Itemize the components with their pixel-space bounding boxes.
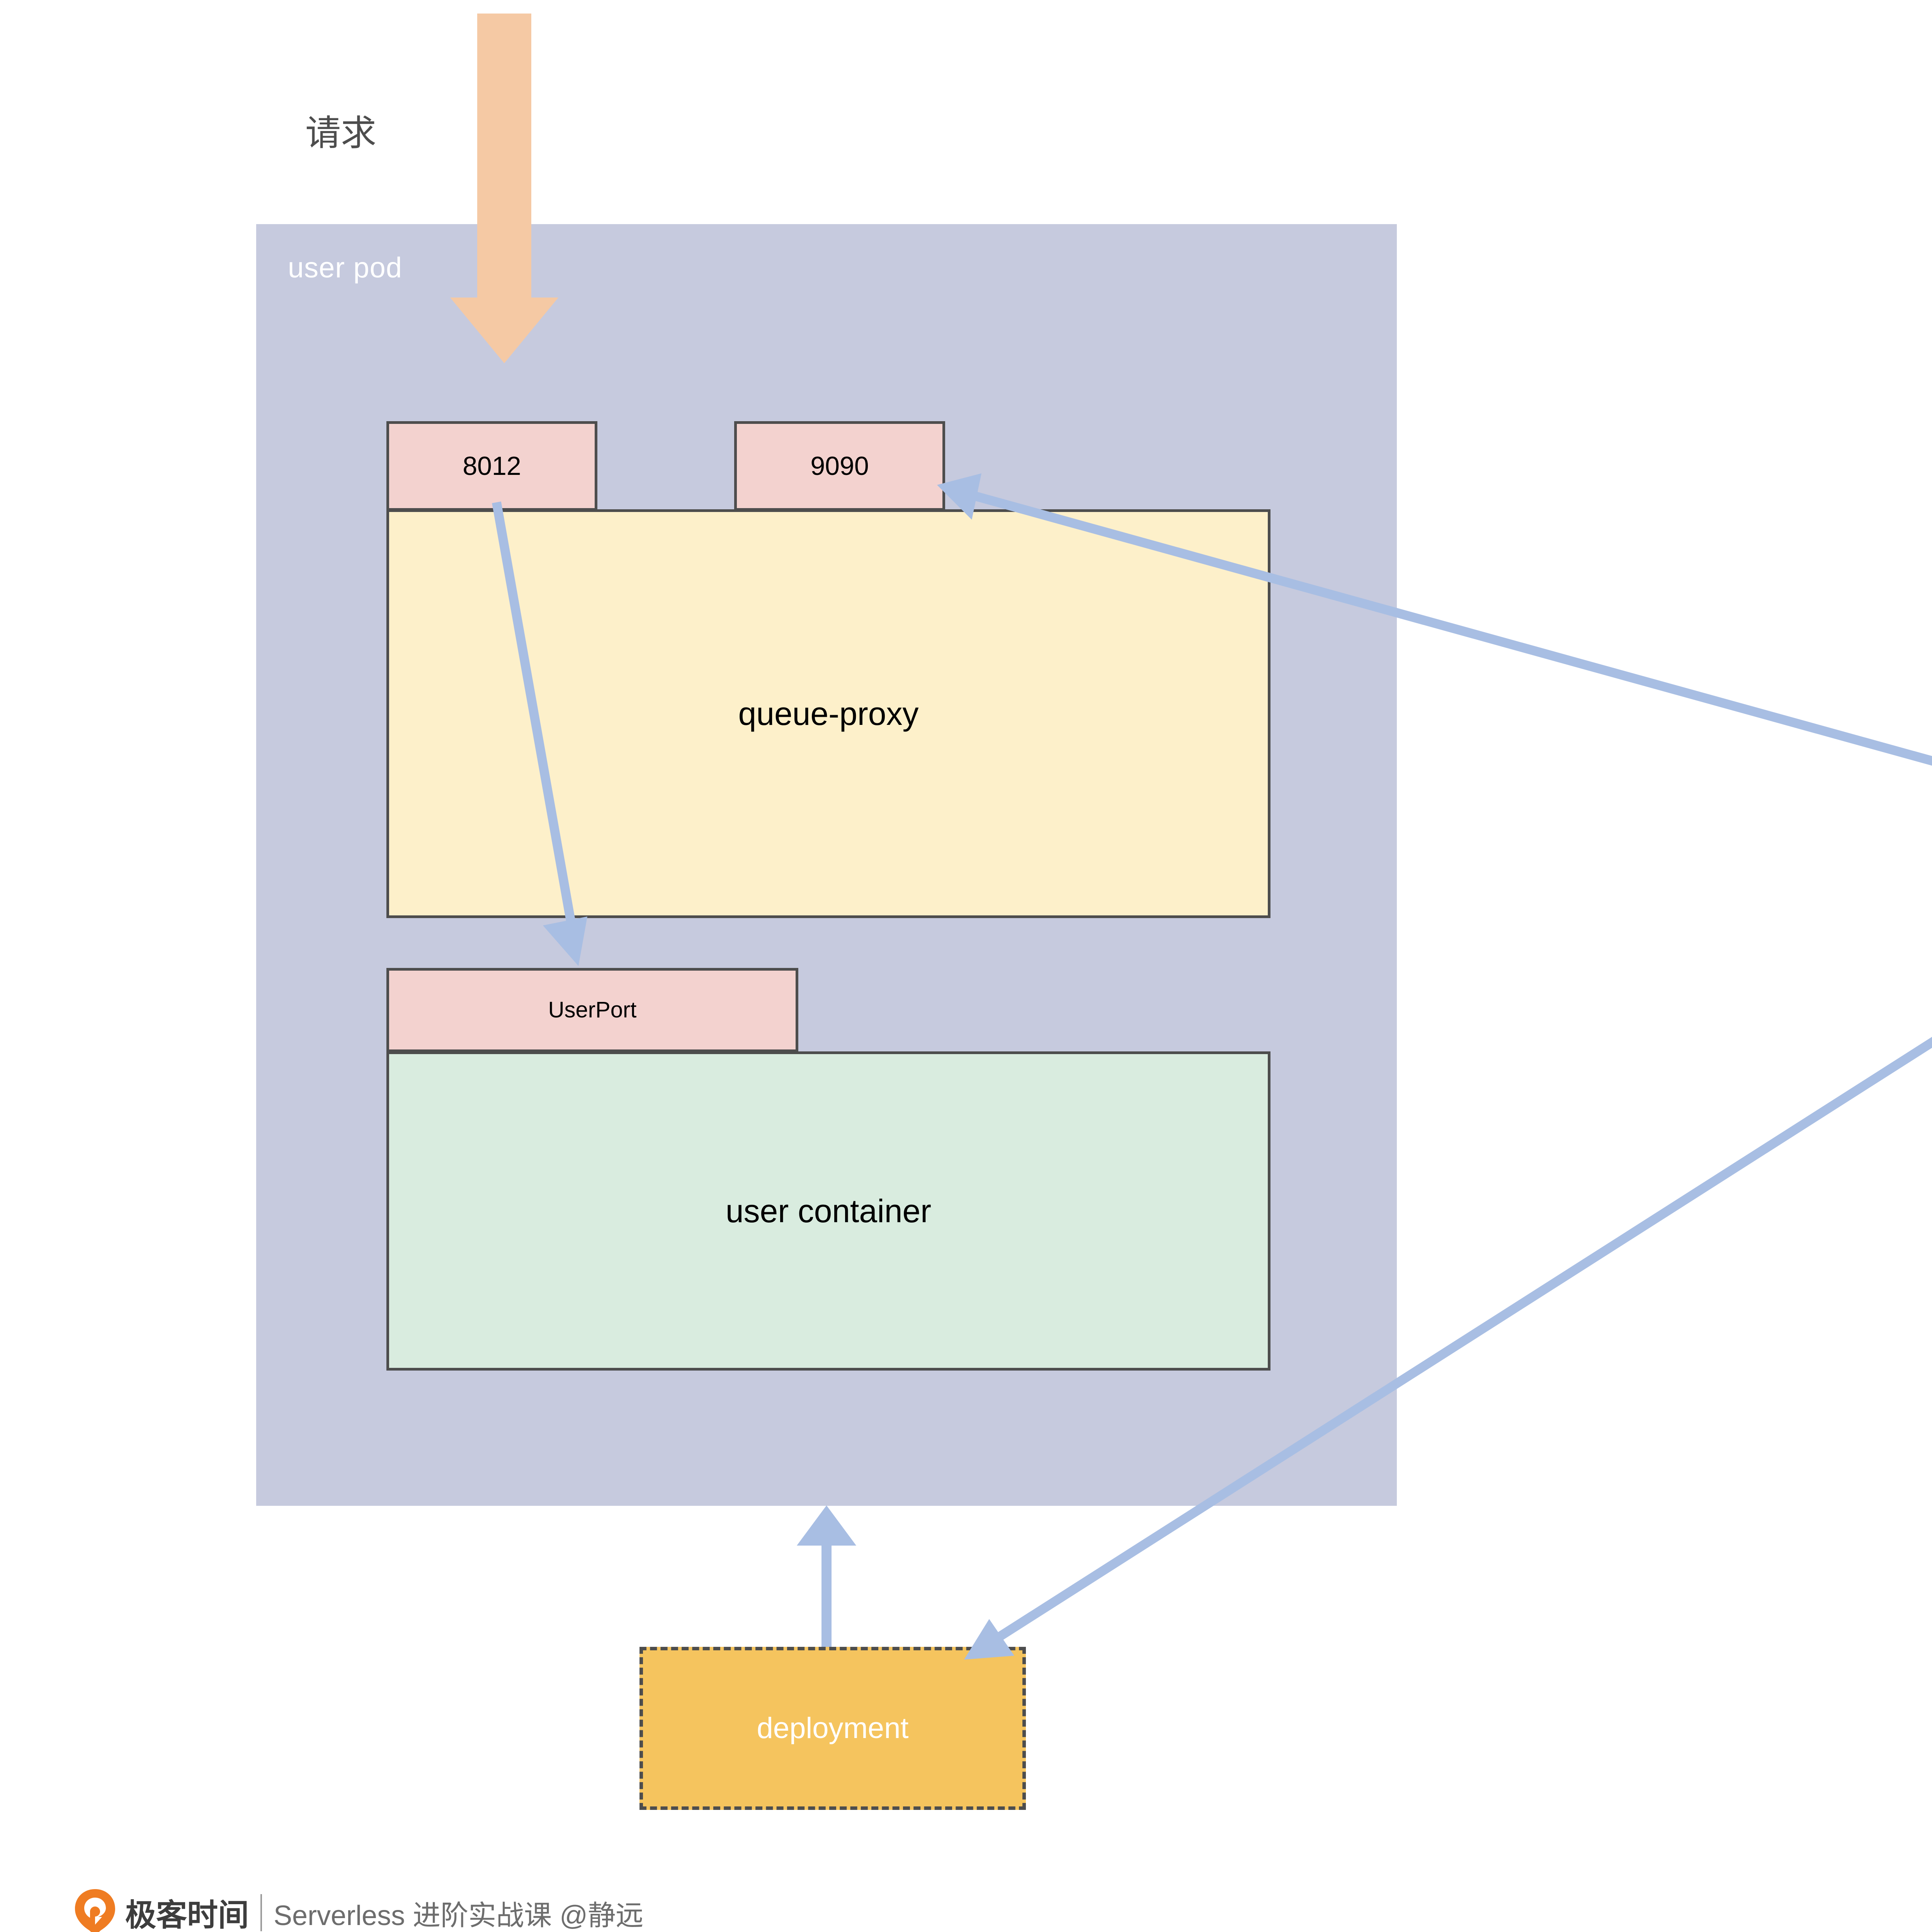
user-port-box: UserPort (386, 968, 798, 1052)
user-pod-label: user pod (288, 252, 402, 284)
footer-watermark: 极客时间 Serverless 进阶实战课 @静远 (73, 1884, 643, 1932)
arrow-deployment-to-pod (797, 1505, 856, 1647)
port-8012-box: 8012 (386, 421, 597, 511)
queue-proxy-box: queue-proxy (386, 509, 1270, 918)
footer-subtitle-label: Serverless 进阶实战课 @静远 (274, 1900, 644, 1931)
geekbang-logo-icon (75, 1889, 115, 1932)
port-9090-box: 9090 (734, 421, 945, 511)
user-container-box: user container (386, 1051, 1270, 1371)
request-label: 请求 (305, 114, 377, 153)
deployment-box: deployment (639, 1647, 1026, 1810)
footer-brand-label: 极客时间 (125, 1898, 249, 1932)
footer-divider (260, 1894, 262, 1931)
